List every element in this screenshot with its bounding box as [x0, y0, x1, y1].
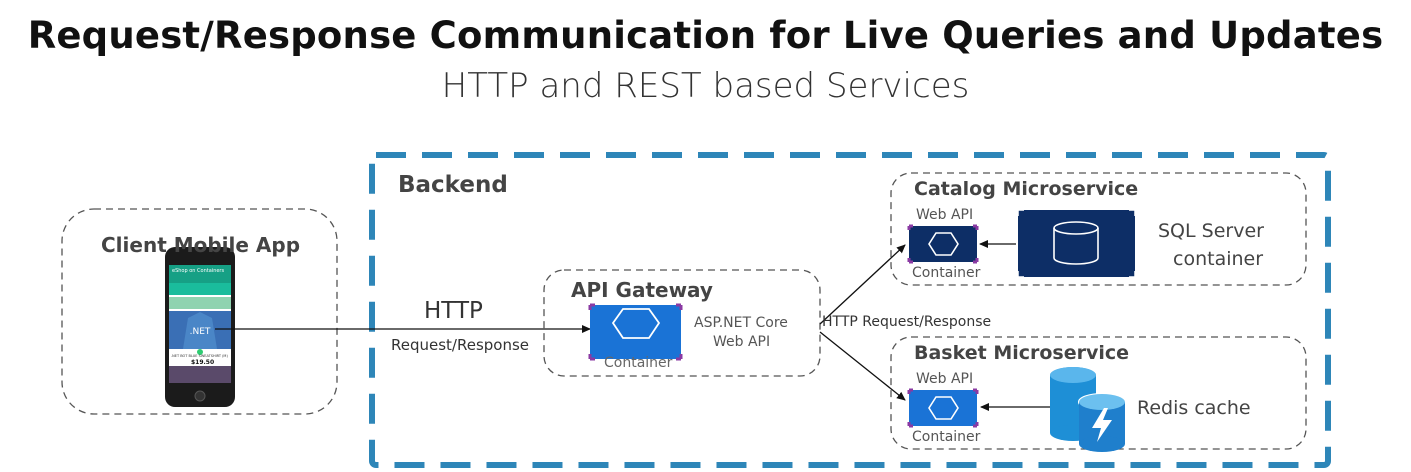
arrow-gateway-to-catalog [819, 244, 906, 325]
basket-title: Basket Microservice [914, 342, 1130, 364]
backend-title: Backend [398, 172, 508, 198]
gateway-desc-line2: Web API [713, 334, 771, 350]
diagram-subtitle: HTTP and REST based Services [441, 66, 970, 106]
catalog-title: Catalog Microservice [914, 178, 1139, 200]
basket-container-label: Container [912, 429, 981, 445]
backend-boundary [369, 152, 1331, 468]
diagram-title: Request/Response Communication for Live … [27, 14, 1384, 57]
client-title: Client Mobile App [101, 233, 301, 257]
sql-label-line2: container [1173, 248, 1264, 270]
catalog-boundary [890, 172, 1307, 286]
gateway-desc-line1: ASP.NET Core [694, 315, 788, 331]
redis-label: Redis cache [1137, 397, 1251, 419]
phone-price: $19.50 [191, 359, 215, 366]
client-link-protocol: HTTP [424, 298, 483, 324]
client-app-boundary [61, 208, 338, 415]
redis-cache-icon [1050, 367, 1126, 452]
services-link-caption: HTTP Request/Response [822, 314, 992, 330]
phone-app-title: eShop on Containers [172, 268, 225, 274]
basket-webapi-label: Web API [916, 371, 974, 387]
arrow-gateway-to-basket [819, 331, 906, 401]
phone-product-name: .NET BOT BLUE SWEATSHIRT (M) [171, 354, 228, 358]
client-link-caption: Request/Response [391, 336, 530, 354]
gateway-container-label: Container [604, 355, 673, 371]
catalog-webapi-label: Web API [916, 207, 974, 223]
gateway-container-icon [588, 303, 683, 361]
basket-container-icon [907, 388, 979, 428]
catalog-container-icon [907, 224, 979, 264]
gateway-title: API Gateway [571, 278, 713, 302]
phone-shirt-text: .NET [190, 327, 211, 337]
catalog-container-label: Container [912, 265, 981, 281]
gateway-boundary [543, 269, 821, 377]
database-icon [1017, 209, 1136, 278]
sql-label-line1: SQL Server [1158, 220, 1264, 242]
phone-icon: .NET [165, 247, 235, 407]
